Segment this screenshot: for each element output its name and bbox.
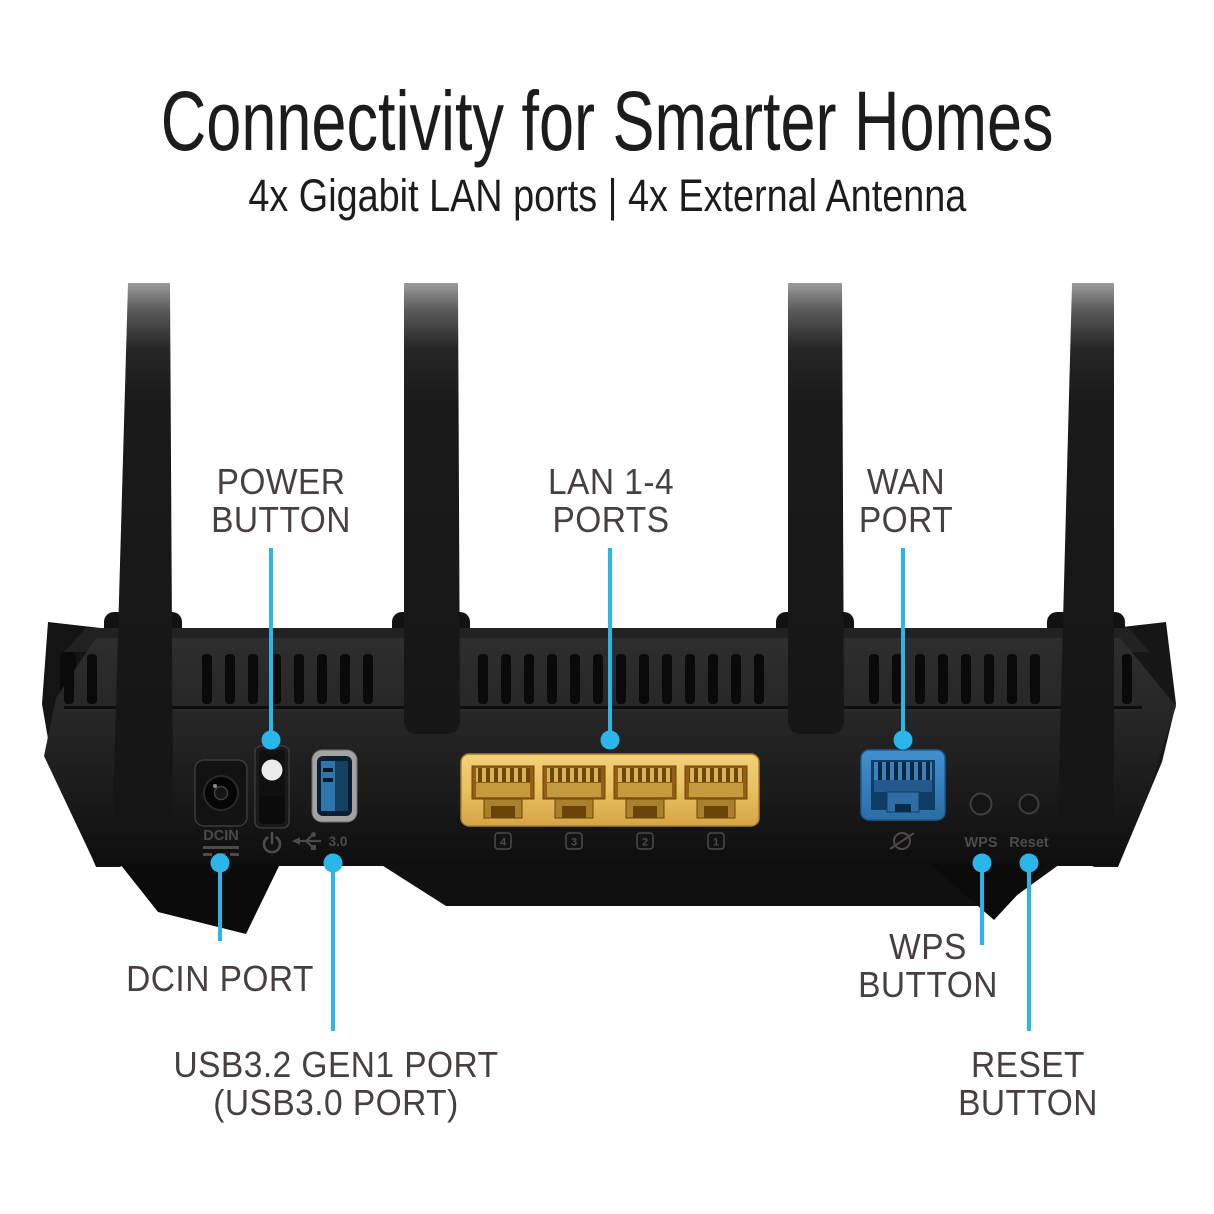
panel-silkscreen: DCIN 3.0 WPS Reset <box>203 828 1049 856</box>
vent-slot <box>1007 654 1017 704</box>
reset-silkscreen-label: Reset <box>1009 835 1049 851</box>
wps-button <box>969 792 993 816</box>
vent-slot <box>639 654 649 704</box>
page-subtitle: 4x Gigabit LAN ports | 4x External Anten… <box>248 170 966 221</box>
lan-ports-label: LAN 1-4 PORTS <box>547 461 675 540</box>
lan-port-3 <box>542 765 606 819</box>
reset-button <box>1018 793 1040 815</box>
vent-slot <box>708 654 718 704</box>
lan-number-3: 3 <box>571 837 577 849</box>
vent-slot <box>593 654 603 704</box>
vent-slot <box>1122 654 1132 704</box>
antenna-3 <box>788 283 844 734</box>
vent-slots <box>64 654 1132 704</box>
vent-slot <box>271 654 281 704</box>
lan-ports <box>460 753 760 827</box>
vent-slot <box>984 654 994 704</box>
vent-slot <box>754 654 764 704</box>
lan-port-4 <box>471 765 535 819</box>
dc-symbol-dash <box>203 853 212 856</box>
vent-slot <box>869 654 879 704</box>
vent-slot <box>662 654 672 704</box>
lan-callout-dot <box>600 730 620 750</box>
lan-number-1: 1 <box>713 837 719 849</box>
vent-slot <box>1030 654 1040 704</box>
vent-slot <box>340 654 350 704</box>
vent-slot <box>294 654 304 704</box>
dcin-silkscreen-label: DCIN <box>203 828 238 844</box>
antenna-4 <box>1058 283 1114 826</box>
vent-slot <box>961 654 971 704</box>
antennas <box>113 283 1114 826</box>
left-foot <box>120 864 280 934</box>
vent-slot <box>524 654 534 704</box>
vent-slot <box>87 654 97 704</box>
right-foot <box>930 864 1046 920</box>
usb-port <box>311 749 358 823</box>
wan-port <box>860 749 946 821</box>
usb-icon <box>292 832 321 850</box>
vent-slot <box>892 654 902 704</box>
panel-groove <box>64 706 1142 709</box>
vent-slot <box>202 654 212 704</box>
vent-slot <box>64 654 74 704</box>
bottom-skirt <box>380 864 1060 906</box>
vent-slot <box>363 654 373 704</box>
vent-slot <box>317 654 327 704</box>
wps-silkscreen-label: WPS <box>964 835 997 851</box>
vent-slot <box>616 654 626 704</box>
vent-slot <box>225 654 235 704</box>
wps-button-label: WPS BUTTON <box>858 926 998 1005</box>
antenna-1 <box>113 283 173 826</box>
page-title: Connectivity for Smarter Homes <box>160 74 1054 168</box>
vent-slot <box>547 654 557 704</box>
vent-slot <box>938 654 948 704</box>
lan-number-2: 2 <box>642 837 648 849</box>
power-button-label: POWER BUTTON <box>211 461 351 540</box>
antenna-2 <box>404 283 460 734</box>
vent-slot <box>685 654 695 704</box>
lan-port-2 <box>613 765 677 819</box>
lan-number-4: 4 <box>500 837 507 849</box>
vent-slot <box>731 654 741 704</box>
wan-globe-icon <box>889 832 915 850</box>
vent-slot <box>248 654 258 704</box>
vent-slot <box>501 654 511 704</box>
power-callout-dot <box>261 730 281 750</box>
reset-button-label: RESET BUTTON <box>958 1044 1098 1123</box>
dcin-port <box>194 759 248 827</box>
usb-version-label: 3.0 <box>329 834 348 849</box>
callout-lines <box>210 548 1039 1031</box>
wan-callout-dot <box>893 730 913 750</box>
wan-port-label: WAN PORT <box>858 461 954 540</box>
power-button <box>254 745 290 829</box>
vent-slot <box>915 654 925 704</box>
power-icon <box>262 831 282 854</box>
vent-slot <box>478 654 488 704</box>
usb-port-label: USB3.2 GEN1 PORT (USB3.0 PORT) <box>173 1044 499 1123</box>
vent-slot <box>570 654 580 704</box>
dc-symbol-dash <box>230 853 239 856</box>
dcin-port-label: DCIN PORT <box>126 958 314 999</box>
dc-symbol-solid-line <box>203 846 239 849</box>
power-button-indicator <box>261 759 283 781</box>
panel-groove-highlight <box>64 709 1142 711</box>
lan-number-tags: 4 3 2 1 <box>494 832 725 850</box>
lan-port-1 <box>684 765 748 819</box>
